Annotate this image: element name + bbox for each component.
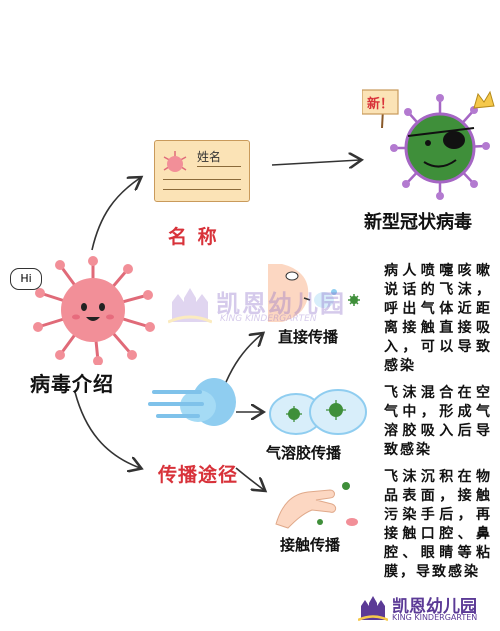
sneeze-face-icon [268,264,360,322]
hand-touch-icon [275,482,358,529]
card-line [163,189,241,190]
coronavirus-icon: 新！ [362,89,495,200]
pink-virus-icon [33,256,155,365]
logo-en: KING KINDERGARTEN [392,613,478,622]
route-desc-aerosol: 飞沫混合在空气中，形成气溶胶吸入后导致感染 [384,385,492,458]
wind-cloud-icon [148,378,236,426]
castle-icon [168,288,212,324]
route-desc-direct: 病人喷嚏咳嗽说话的飞沫，呼出气体近距离接触直接吸入，可以导致感染 [384,263,492,374]
greeting-bubble: Hi [10,268,42,290]
flag-text: 新！ [367,96,393,112]
watermark: 凯恩幼儿园 KING KINDERGARTEN [168,284,348,336]
kindergarten-logo: 凯恩幼儿园 KING KINDERGARTEN [358,592,498,626]
greeting-text: Hi [20,272,32,285]
name-label: 名 称 [168,226,219,248]
arrow-to-transmission [74,391,140,468]
arrow-to-virus [271,160,360,165]
card-line [197,166,241,167]
watermark-en: KING KINDERGARTEN [220,314,317,324]
route-name-aerosol: 气溶胶传播 [266,444,342,462]
logo-cn: 凯恩幼儿园 [392,597,477,617]
route-name-contact: 接触传播 [280,536,341,554]
route-desc-contact: 飞沫沉积在物品表面，接触污染手后，再接触口腔、鼻腔、眼睛等粘膜，导致感染 [384,469,492,580]
watermark-cn: 凯恩幼儿园 [216,290,346,318]
virus-name: 新型冠状病毒 [364,212,472,233]
card-virus-icon [163,151,187,172]
id-card: 姓名 [154,140,250,202]
arrow-to-name [91,178,140,251]
aerosol-cloud-icon [269,389,367,435]
card-text: 姓名 [197,150,222,164]
route-name-direct: 直接传播 [278,328,339,346]
virus-intro-title: 病毒介绍 [30,372,114,396]
arrow-to-contact [235,467,264,490]
card-line [163,179,241,180]
transmission-label: 传播途径 [158,464,239,486]
castle-logo-icon [358,596,388,622]
